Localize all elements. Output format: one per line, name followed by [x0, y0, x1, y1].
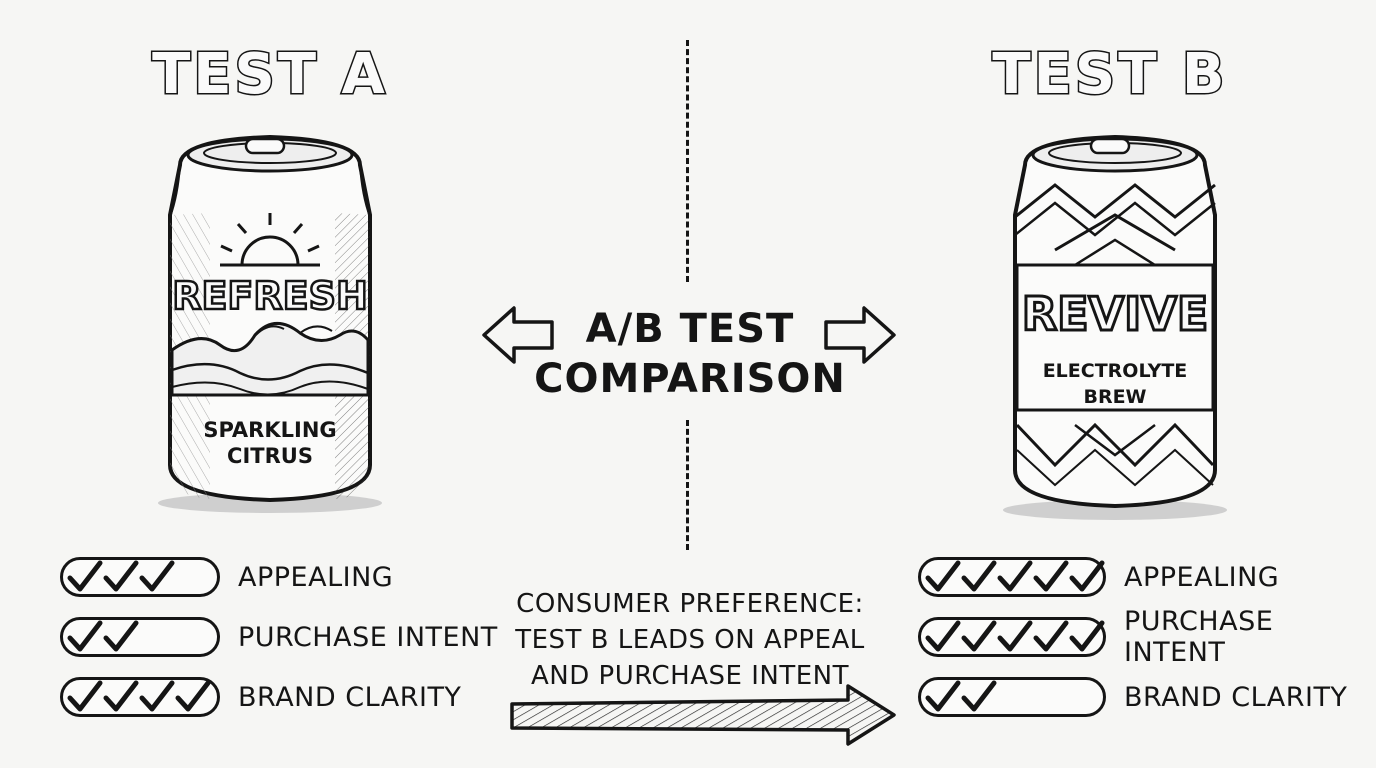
- metric-label: BRAND CLARITY: [238, 681, 462, 713]
- can-b-subtitle-2: BREW: [1083, 386, 1146, 408]
- check-icon: [1033, 620, 1069, 654]
- metric-row: APPEALING: [60, 554, 498, 600]
- metric-label: APPEALING: [238, 561, 394, 593]
- metric-row: PURCHASE INTENT: [918, 606, 1376, 668]
- metric-row: BRAND CLARITY: [60, 674, 498, 720]
- sun-icon: [240, 235, 300, 266]
- summary-line-1: CONSUMER PREFERENCE:: [516, 589, 864, 619]
- check-icon: [103, 560, 139, 594]
- metric-label: BRAND CLARITY: [1124, 681, 1348, 713]
- arrow-left-icon: [482, 306, 554, 364]
- can-b-tab: [1089, 137, 1131, 155]
- comparison-line-1: A/B TEST: [585, 306, 795, 352]
- check-icon: [997, 620, 1033, 654]
- can-b-brand: REVIVE: [1022, 287, 1209, 341]
- can-a-illustration: REFRESH SPARKLING CITRUS: [158, 134, 382, 513]
- check-icon: [1069, 620, 1105, 654]
- check-icon: [175, 680, 211, 714]
- divider-line-top: [686, 40, 689, 282]
- check-icon: [1033, 560, 1069, 594]
- check-icon: [925, 620, 961, 654]
- check-icon: [925, 560, 961, 594]
- metric-row: PURCHASE INTENT: [60, 614, 498, 660]
- summary-line-2: TEST B LEADS ON APPEAL: [515, 625, 865, 655]
- comparison-label: A/B TEST COMPARISON: [520, 304, 860, 404]
- check-icon: [961, 680, 997, 714]
- check-icon: [67, 680, 103, 714]
- rating-pill: [60, 557, 220, 597]
- test-b-metrics: APPEALING PURCHASE INTENT BRAND CLARITY: [918, 554, 1376, 734]
- test-a-title: TEST A: [151, 41, 388, 109]
- can-b-illustration: REVIVE ELECTROLYTE BREW: [1003, 134, 1227, 520]
- rating-pill: [918, 557, 1106, 597]
- metric-row: BRAND CLARITY: [918, 674, 1376, 720]
- metric-label: PURCHASE INTENT: [1124, 606, 1274, 668]
- check-icon: [925, 680, 961, 714]
- can-b-shadow: [1003, 500, 1227, 520]
- metric-label: PURCHASE INTENT: [238, 621, 498, 653]
- can-a-brand: REFRESH: [172, 274, 368, 318]
- can-a-subtitle-1: SPARKLING: [203, 418, 336, 442]
- arrow-right-icon: [824, 306, 896, 364]
- check-icon: [67, 560, 103, 594]
- test-a-metrics: APPEALING PURCHASE INTENT BRAND CLARITY: [60, 554, 498, 734]
- check-icon: [103, 620, 139, 654]
- rating-pill: [918, 677, 1106, 717]
- summary-arrow-icon: [510, 684, 896, 746]
- can-a-shadow: [158, 493, 382, 513]
- check-icon: [103, 680, 139, 714]
- check-icon: [961, 560, 997, 594]
- rating-pill: [60, 677, 220, 717]
- can-a-tab: [244, 137, 286, 155]
- check-icon: [139, 680, 175, 714]
- check-icon: [961, 620, 997, 654]
- divider-line-bottom: [686, 420, 689, 550]
- rating-pill: [918, 617, 1106, 657]
- can-b-subtitle-1: ELECTROLYTE: [1043, 360, 1188, 382]
- summary-text: CONSUMER PREFERENCE: TEST B LEADS ON APP…: [500, 586, 880, 694]
- summary-line-3: AND PURCHASE INTENT: [531, 661, 849, 691]
- check-icon: [67, 620, 103, 654]
- geometric-pattern: [1014, 183, 1216, 219]
- can-a-subtitle-2: CITRUS: [227, 444, 313, 468]
- rating-pill: [60, 617, 220, 657]
- check-icon: [1069, 560, 1105, 594]
- test-b-title: TEST B: [991, 41, 1228, 109]
- wave-icon: [170, 322, 370, 397]
- check-icon: [997, 560, 1033, 594]
- metric-row: APPEALING: [918, 554, 1376, 600]
- comparison-line-2: COMPARISON: [534, 356, 846, 402]
- metric-label: APPEALING: [1124, 561, 1280, 593]
- check-icon: [139, 560, 175, 594]
